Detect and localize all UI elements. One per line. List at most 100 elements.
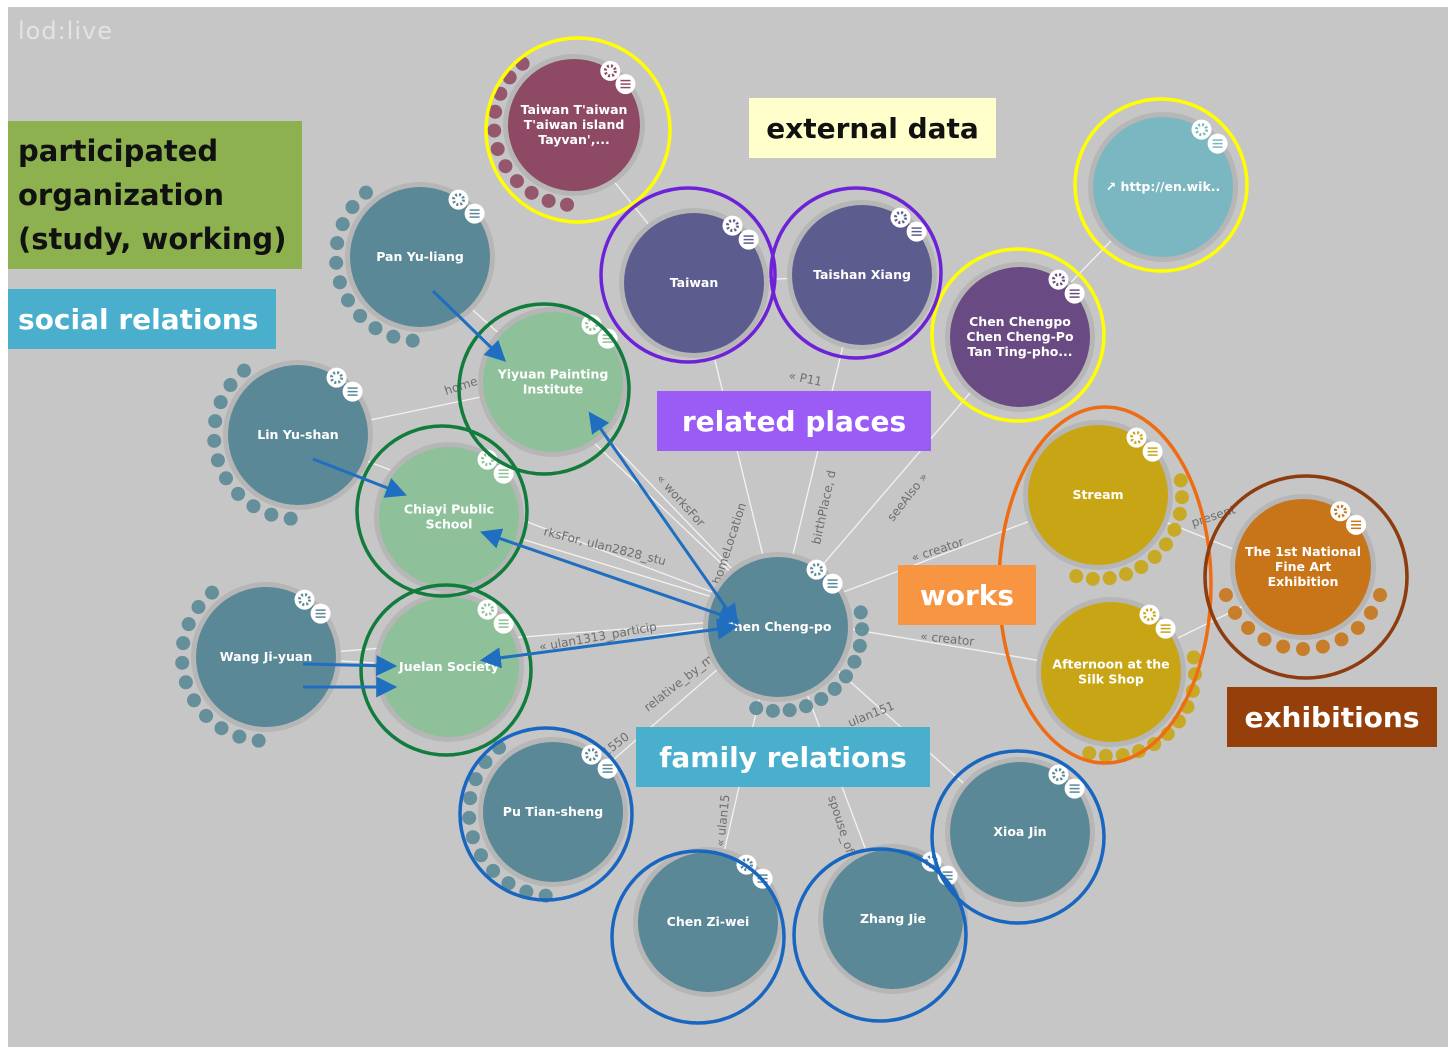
node-circle[interactable] <box>1093 117 1233 257</box>
satellite-dot[interactable] <box>1373 588 1388 603</box>
node-circle[interactable] <box>624 213 764 353</box>
node-circle[interactable] <box>228 365 368 505</box>
node-circle[interactable] <box>350 187 490 327</box>
satellite-dot[interactable] <box>490 142 505 157</box>
gear-icon[interactable] <box>1191 119 1212 140</box>
graph-canvas[interactable]: « worksFor rksFor, ulan2828_stu homeLoca… <box>8 7 1448 1047</box>
node-ziwei[interactable]: Chen Zi-wei <box>633 847 783 997</box>
satellite-dot[interactable] <box>509 174 524 189</box>
satellite-dot[interactable] <box>176 636 191 651</box>
node-circle[interactable] <box>708 557 848 697</box>
satellite-dot[interactable] <box>1257 632 1272 647</box>
satellite-dot[interactable] <box>462 810 477 825</box>
satellite-dot[interactable] <box>799 699 814 714</box>
gear-icon[interactable] <box>448 189 469 210</box>
satellite-dot[interactable] <box>208 414 223 429</box>
satellite-dot[interactable] <box>340 293 355 308</box>
satellite-dot[interactable] <box>463 791 478 806</box>
satellite-dot[interactable] <box>223 378 238 393</box>
gear-icon[interactable] <box>1048 269 1069 290</box>
satellite-dot[interactable] <box>214 721 229 736</box>
node-circle[interactable] <box>483 742 623 882</box>
satellite-dot[interactable] <box>1069 569 1084 584</box>
satellite-dot[interactable] <box>852 638 867 653</box>
node-circle[interactable] <box>950 267 1090 407</box>
satellite-dot[interactable] <box>854 622 869 637</box>
gear-icon[interactable] <box>326 367 347 388</box>
satellite-dot[interactable] <box>213 395 228 410</box>
node-lin[interactable]: Lin Yu-shan <box>207 360 373 526</box>
satellite-dot[interactable] <box>560 197 575 212</box>
satellite-dot[interactable] <box>765 703 780 718</box>
satellite-dot[interactable] <box>847 654 862 669</box>
satellite-dot[interactable] <box>468 772 483 787</box>
satellite-dot[interactable] <box>1102 571 1117 586</box>
satellite-dot[interactable] <box>386 329 401 344</box>
gear-icon[interactable] <box>806 559 827 580</box>
satellite-dot[interactable] <box>486 863 501 878</box>
satellite-dot[interactable] <box>1241 620 1256 635</box>
satellite-dot[interactable] <box>175 655 190 670</box>
satellite-dot[interactable] <box>749 701 764 716</box>
satellite-dot[interactable] <box>838 669 853 684</box>
satellite-dot[interactable] <box>1174 490 1189 505</box>
satellite-dot[interactable] <box>1098 748 1113 763</box>
satellite-dot[interactable] <box>332 275 347 290</box>
satellite-dot[interactable] <box>1158 537 1173 552</box>
satellite-dot[interactable] <box>335 217 350 232</box>
gear-icon[interactable] <box>1330 501 1351 522</box>
satellite-dot[interactable] <box>186 693 201 708</box>
satellite-dot[interactable] <box>205 585 220 600</box>
satellite-dot[interactable] <box>218 471 233 486</box>
gear-icon[interactable] <box>722 215 743 236</box>
satellite-dot[interactable] <box>264 507 279 522</box>
node-circle[interactable] <box>638 852 778 992</box>
satellite-dot[interactable] <box>1085 571 1100 586</box>
gear-icon[interactable] <box>890 207 911 228</box>
satellite-dot[interactable] <box>207 433 222 448</box>
satellite-dot[interactable] <box>473 848 488 863</box>
satellite-dot[interactable] <box>181 617 196 632</box>
node-wiki[interactable]: ↗ http://en.wik.. <box>1088 112 1238 262</box>
satellite-dot[interactable] <box>541 193 556 208</box>
satellite-dot[interactable] <box>501 876 516 891</box>
satellite-dot[interactable] <box>1350 620 1365 635</box>
node-circle[interactable] <box>950 762 1090 902</box>
satellite-dot[interactable] <box>1082 746 1097 761</box>
satellite-dot[interactable] <box>237 363 252 378</box>
node-wang[interactable]: Wang Ji-yuan <box>175 582 341 748</box>
node-taishan[interactable]: Taishan Xiang <box>787 200 937 350</box>
node-juelan[interactable]: Juelan Society <box>374 592 524 742</box>
satellite-dot[interactable] <box>782 703 797 718</box>
satellite-dot[interactable] <box>1315 639 1330 654</box>
satellite-dot[interactable] <box>199 708 214 723</box>
gear-icon[interactable] <box>1126 427 1147 448</box>
satellite-dot[interactable] <box>251 733 266 748</box>
satellite-dot[interactable] <box>368 321 383 336</box>
satellite-dot[interactable] <box>1363 605 1378 620</box>
node-circle[interactable] <box>1041 602 1181 742</box>
satellite-dot[interactable] <box>1276 639 1291 654</box>
satellite-dot[interactable] <box>178 675 193 690</box>
satellite-dot[interactable] <box>814 692 829 707</box>
gear-icon[interactable] <box>581 314 602 335</box>
satellite-dot[interactable] <box>1134 560 1149 575</box>
node-circle[interactable] <box>1028 425 1168 565</box>
satellite-dot[interactable] <box>1119 567 1134 582</box>
satellite-dot[interactable] <box>1173 473 1188 488</box>
satellite-dot[interactable] <box>359 185 374 200</box>
node-circle[interactable] <box>508 59 640 191</box>
node-zhang[interactable]: Zhang Jie <box>818 844 968 994</box>
satellite-dot[interactable] <box>210 453 225 468</box>
satellite-dot[interactable] <box>345 200 360 215</box>
gear-icon[interactable] <box>1139 604 1160 625</box>
node-stream[interactable]: Stream <box>1023 420 1189 586</box>
node-pu[interactable]: Pu Tian-sheng <box>462 737 628 903</box>
gear-icon[interactable] <box>1048 764 1069 785</box>
node-circle[interactable] <box>483 312 623 452</box>
satellite-dot[interactable] <box>465 830 480 845</box>
satellite-dot[interactable] <box>1172 506 1187 521</box>
satellite-dot[interactable] <box>330 236 345 251</box>
satellite-dot[interactable] <box>353 308 368 323</box>
